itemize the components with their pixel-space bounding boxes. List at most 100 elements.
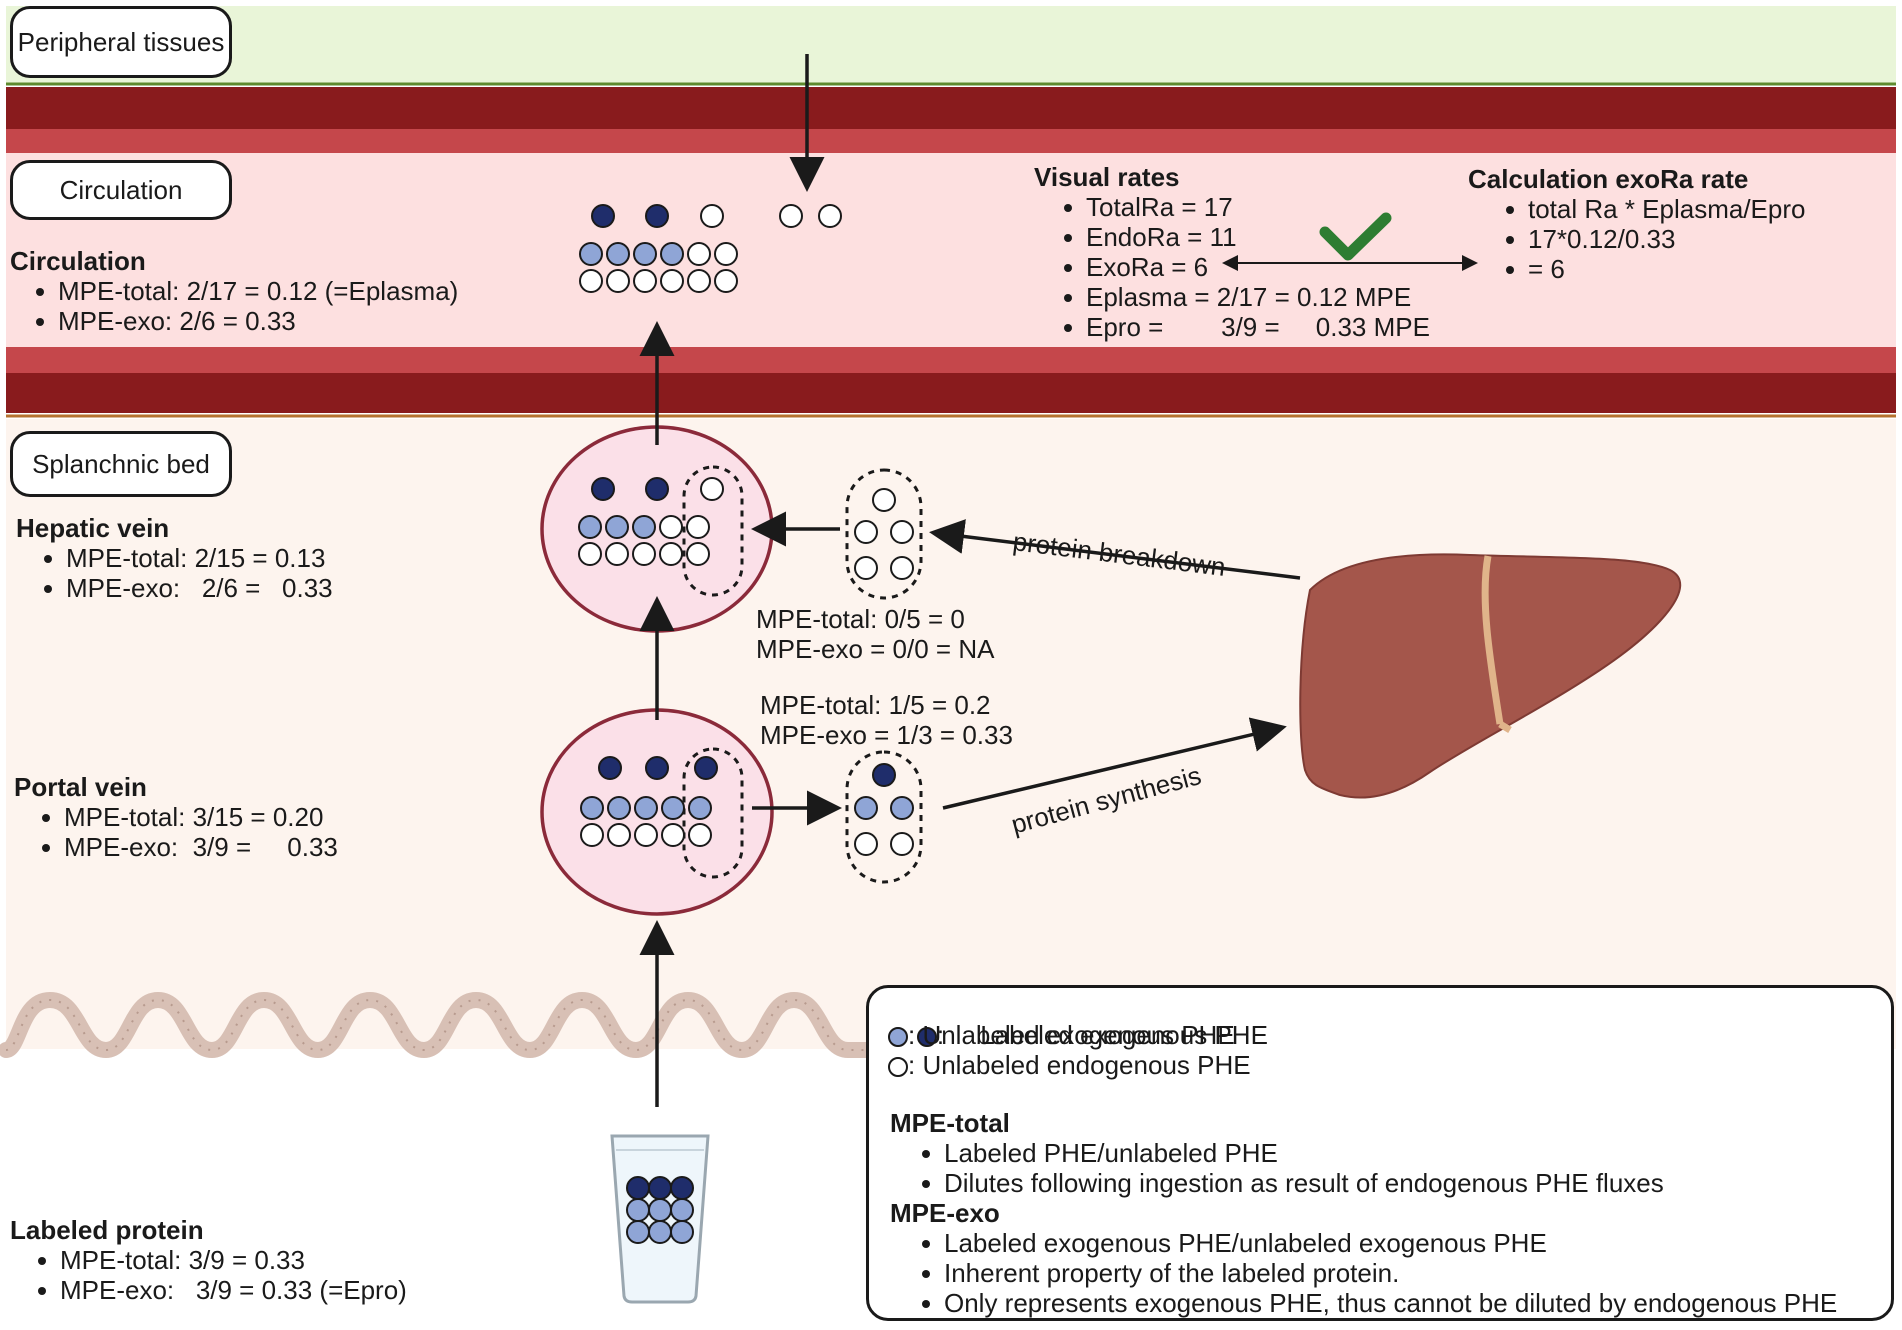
visual-rates-list: TotalRa = 17 EndoRa = 11 ExoRa = 6 Eplas… [1056, 192, 1430, 342]
portal-vein-list: MPE-total: 3/15 = 0.20 MPE-exo: 3/9 = 0.… [34, 802, 338, 862]
circulation-list: MPE-total: 2/17 = 0.12 (=Eplasma) MPE-ex… [28, 276, 458, 336]
hepatic-endogenous-dot [578, 542, 602, 566]
legend-mpe-total-title: MPE-total [890, 1108, 1010, 1138]
labeled-protein-list: MPE-total: 3/9 = 0.33 MPE-exo: 3/9 = 0.3… [30, 1245, 407, 1305]
legend-box [866, 985, 1894, 1321]
portal-labeled-dot [598, 756, 622, 780]
endogenous-dot-icon [888, 1057, 908, 1077]
circulation-unlabeled-dot [606, 242, 630, 266]
visual-rates-eplasma: Eplasma = 2/17 = 0.12 MPE [1056, 282, 1430, 312]
calc-exora-list: total Ra * Eplasma/Epro 17*0.12/0.33 = 6 [1498, 194, 1805, 284]
visual-rates-total: TotalRa = 17 [1056, 192, 1430, 222]
synthesis-pool-endogenous-dot [854, 832, 878, 856]
breakdown-pool-endogenous-dot [890, 556, 914, 580]
circulation-endogenous-dot [687, 269, 711, 293]
legend-mpe-exo-list: Labeled exogenous PHE/unlabeled exogenou… [914, 1228, 1837, 1318]
synthesis-pool-mpe-total: MPE-total: 1/5 = 0.2 [760, 690, 991, 720]
portal-unlabeled-dot [580, 796, 604, 820]
legend-mpe-exo-title: MPE-exo [890, 1198, 1000, 1228]
hepatic-endogenous-dot [686, 542, 710, 566]
hepatic-vein-ellipse [540, 425, 774, 633]
portal-mpe-exo: MPE-exo: 3/9 = 0.33 [34, 832, 338, 862]
synthesis-pool-labeled-dot [872, 763, 896, 787]
vessel-wall-bottom-outer [6, 373, 1896, 413]
circulation-endogenous-dot [700, 204, 724, 228]
circulation-zone [6, 153, 1896, 347]
portal-labeled-dot [645, 756, 669, 780]
breakdown-pool [845, 468, 923, 600]
hepatic-unlabeled-dot [632, 515, 656, 539]
portal-endogenous-dot [634, 823, 658, 847]
synthesis-pool-endogenous-dot [890, 832, 914, 856]
peripheral-tissues-label: Peripheral tissues [10, 6, 232, 78]
unlabeled-exo-dot-icon [888, 1027, 908, 1047]
circulation-endogenous-dot [633, 269, 657, 293]
circulation-mpe-exo: MPE-exo: 2/6 = 0.33 [28, 306, 458, 336]
legend-mpe-total-list: Labeled PHE/unlabeled PHE Dilutes follow… [914, 1138, 1664, 1198]
legend-endogenous-text: : Unlabeled endogenous PHE [908, 1050, 1251, 1080]
synthesis-pool-unlabeled-dot [890, 796, 914, 820]
circulation-mpe-total: MPE-total: 2/17 = 0.12 (=Eplasma) [28, 276, 458, 306]
synthesis-pool-mpe-exo: MPE-exo = 1/3 = 0.33 [760, 720, 1013, 750]
glass-unlabeled-dot [648, 1220, 672, 1244]
labeled-exo-dot-icon [916, 1027, 937, 1047]
phe-particles [578, 204, 914, 1244]
splanchnic-bed-label: Splanchnic bed [10, 431, 232, 497]
hepatic-endogenous-dot [659, 515, 683, 539]
portal-exo-subset [682, 747, 744, 879]
circulation-unlabeled-dot [633, 242, 657, 266]
hepatic-endogenous-dot [632, 542, 656, 566]
protein-mpe-total: MPE-total: 3/9 = 0.33 [30, 1245, 407, 1275]
vessel-wall-top-inner [6, 129, 1896, 153]
circulation-unlabeled-dot [579, 242, 603, 266]
breakdown-pool-endogenous-dot [854, 556, 878, 580]
vessel-wall-top-outer [6, 87, 1896, 129]
circulation-endogenous-dot [714, 269, 738, 293]
visual-rates-title: Visual rates [1034, 162, 1180, 192]
arrow-synthesis-to-liver [942, 717, 1287, 810]
portal-endogenous-dot [661, 823, 685, 847]
check-icon [1319, 212, 1392, 261]
protein-mpe-exo: MPE-exo: 3/9 = 0.33 (=Epro) [30, 1275, 407, 1305]
circulation-endogenous-dot [714, 242, 738, 266]
hepatic-labeled-dot [645, 477, 669, 501]
portal-unlabeled-dot [688, 796, 712, 820]
breakdown-pool-mpe-total: MPE-total: 0/5 = 0 [756, 604, 965, 634]
circulation-title: Circulation [10, 246, 146, 276]
visual-rates-endo: EndoRa = 11 [1056, 222, 1430, 252]
glass-labeled-dot [626, 1176, 650, 1200]
circulation-endogenous-dot [687, 242, 711, 266]
circulation-endogenous-dot [818, 204, 842, 228]
calc-exora-title: Calculation exoRa rate [1468, 164, 1749, 194]
legend-mpe-exo-item: Only represents exogenous PHE, thus cann… [914, 1288, 1837, 1318]
legend-unlabeled-exo: : Unlabeled exogenous PHE [888, 1020, 1235, 1050]
legend-mpe-exo-item: Inherent property of the labeled protein… [914, 1258, 1837, 1288]
circulation-labeled-dot [591, 204, 615, 228]
portal-vein-title: Portal vein [14, 772, 147, 802]
circulation-endogenous-dot [579, 269, 603, 293]
circulation-endogenous-dot [606, 269, 630, 293]
glass-unlabeled-dot [648, 1198, 672, 1222]
breakdown-pool-endogenous-dot [854, 520, 878, 544]
circulation-endogenous-dot [779, 204, 803, 228]
labeled-protein-title: Labeled protein [10, 1215, 204, 1245]
hepatic-endogenous-dot [659, 542, 683, 566]
portal-labeled-dot [694, 756, 718, 780]
portal-unlabeled-dot [634, 796, 658, 820]
vessel-wall-bottom-inner [6, 347, 1896, 373]
hepatic-endogenous-dot [686, 515, 710, 539]
breakdown-pool-endogenous-dot [872, 488, 896, 512]
glass-unlabeled-dot [670, 1220, 694, 1244]
hepatic-mpe-total: MPE-total: 2/15 = 0.13 [36, 543, 333, 573]
portal-unlabeled-dot [607, 796, 631, 820]
circulation-label: Circulation [10, 160, 232, 220]
hepatic-labeled-dot [591, 477, 615, 501]
glass-unlabeled-dot [626, 1198, 650, 1222]
portal-endogenous-dot [688, 823, 712, 847]
legend-unlabeled-exo-text: : Unlabeled exogenous PHE [908, 1020, 1235, 1050]
legend-labeled-exo: : Labeled exogenous PHE [888, 990, 1268, 1080]
peripheral-zone [6, 6, 1896, 84]
portal-endogenous-dot [607, 823, 631, 847]
